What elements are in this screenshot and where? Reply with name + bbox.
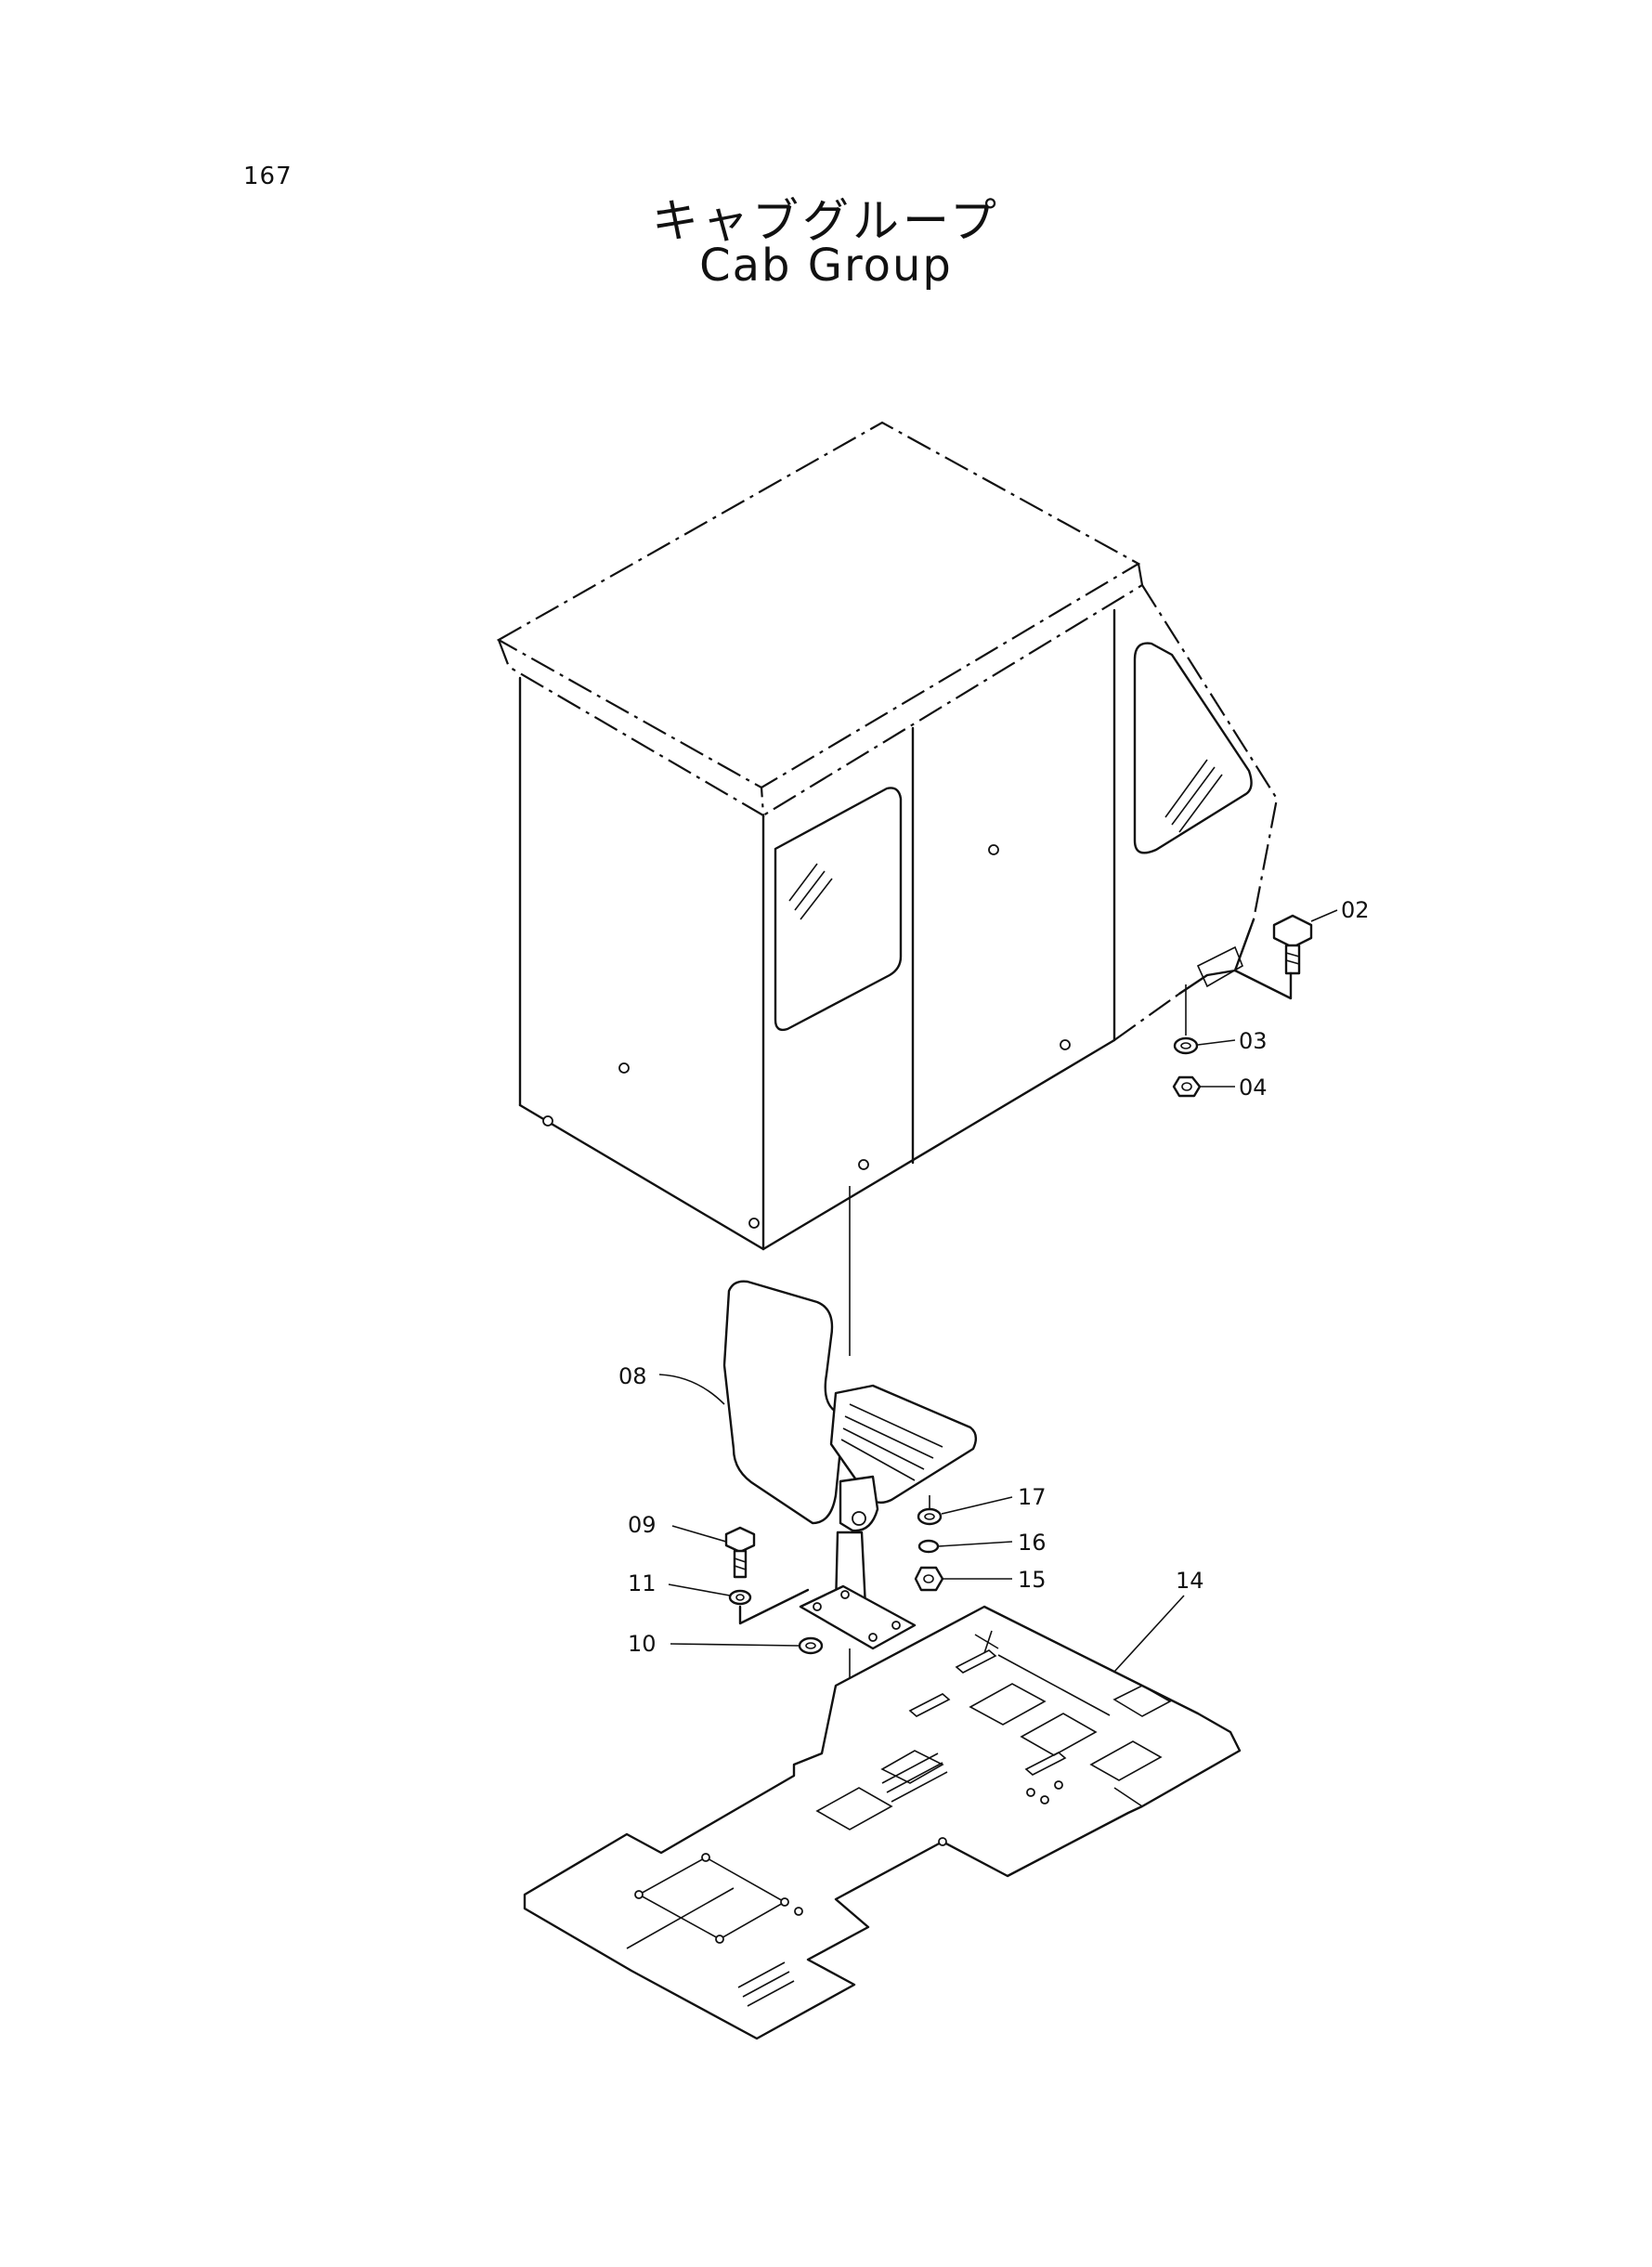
washer-03 [1173, 984, 1199, 1055]
nut-15 [914, 1566, 944, 1592]
washer-11 [728, 1588, 810, 1625]
washer-10 [798, 1636, 824, 1655]
callout-09: 09 [628, 1512, 657, 1538]
floor-mat [523, 1605, 1242, 2040]
callout-10: 10 [628, 1631, 657, 1657]
callout-14: 14 [1176, 1568, 1204, 1594]
callout-leaders [658, 909, 1338, 1673]
callout-02: 02 [1341, 897, 1370, 923]
callout-04: 04 [1239, 1075, 1268, 1101]
callout-15: 15 [1018, 1567, 1047, 1593]
page-number: 167 [243, 163, 293, 190]
seat-assembly [722, 1280, 978, 1844]
lock-washer-16 [917, 1539, 940, 1554]
callout-03: 03 [1239, 1028, 1268, 1054]
bolt-09 [724, 1526, 756, 1579]
washer-17 [917, 1495, 943, 1526]
page-title-english: Cab Group [699, 240, 953, 292]
callout-17: 17 [1018, 1484, 1047, 1510]
callout-16: 16 [1018, 1530, 1047, 1556]
bolt-02 [1233, 914, 1313, 1000]
callout-08: 08 [618, 1363, 647, 1389]
cab-assembly [496, 421, 1279, 1356]
page-title-japanese: キャブグループ [652, 194, 1000, 248]
callout-11: 11 [628, 1570, 657, 1596]
nut-04 [1172, 1075, 1202, 1098]
